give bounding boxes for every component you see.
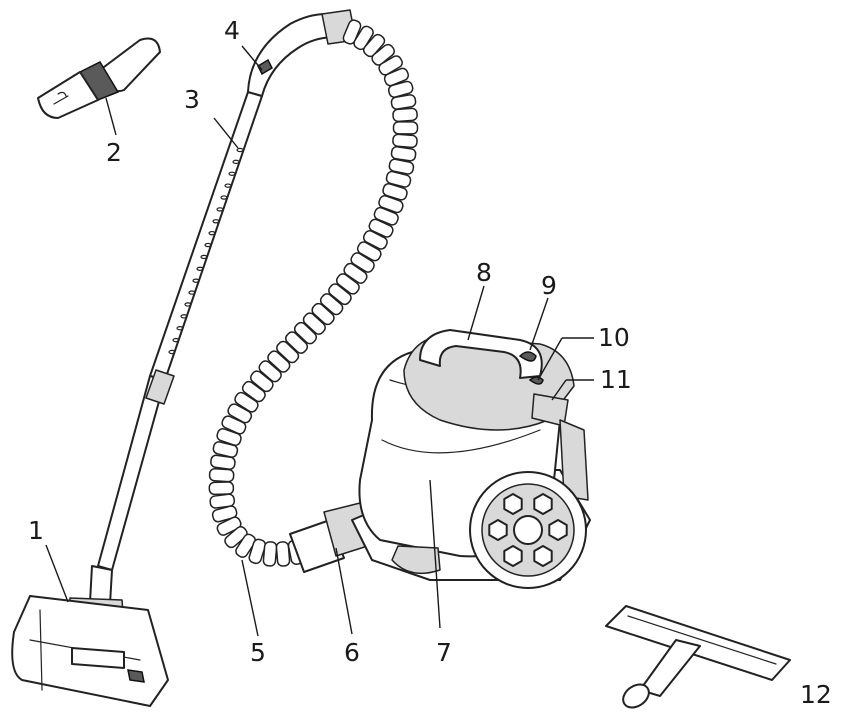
hose-rib: [216, 516, 242, 536]
hose-rib: [335, 273, 360, 295]
wheel-hole: [533, 493, 553, 515]
hose-rib: [353, 25, 374, 51]
tube-notch: [180, 314, 188, 319]
tube-notch: [172, 337, 180, 343]
hose-rib: [387, 80, 414, 98]
tube-notch: [228, 171, 236, 176]
hose-rib: [343, 262, 368, 284]
label-part-4: 4: [224, 16, 240, 45]
tube-notch: [224, 183, 232, 188]
hose-rib: [227, 403, 253, 424]
hose-rib: [342, 19, 362, 45]
hose-rib: [212, 441, 239, 458]
hose-rib: [392, 133, 418, 149]
hose-rib: [356, 241, 382, 262]
tube-notch: [236, 147, 244, 153]
hose-rib: [267, 350, 291, 373]
hose-rib: [210, 454, 236, 470]
tube-notch: [204, 242, 212, 248]
wheel-hole: [503, 493, 523, 515]
floor-brush: [11, 565, 169, 707]
hose-rib: [311, 302, 335, 326]
hose-rib: [371, 43, 395, 66]
vacuum-main-body: [289, 329, 591, 589]
tube-notch: [208, 230, 216, 236]
hose-rib: [224, 526, 248, 549]
hose-rib: [382, 183, 408, 201]
wheel-hole: [503, 545, 523, 567]
hose-rib: [258, 360, 282, 383]
hose-rib: [388, 158, 415, 175]
hose-rib: [211, 505, 238, 523]
tube-notch: [220, 195, 228, 200]
wide-nozzle: [605, 605, 791, 709]
tube-notch: [188, 290, 196, 295]
tube-notch: [200, 254, 208, 260]
handle: [247, 9, 357, 97]
label-part-8: 8: [476, 258, 492, 287]
tube-notch: [168, 349, 176, 355]
hose-rib: [362, 33, 386, 58]
hose: [208, 19, 419, 567]
hose-rib: [319, 293, 344, 316]
hose-rib: [392, 121, 419, 135]
hose-rib: [378, 55, 403, 76]
telescopic-tube: [97, 91, 263, 571]
hose-rib: [350, 252, 375, 273]
hose-rib: [275, 541, 291, 567]
label-part-7: 7: [436, 638, 452, 667]
hose-rib: [390, 94, 417, 110]
hose-rib: [216, 428, 242, 447]
hose-rib: [235, 533, 257, 558]
hose-rib: [208, 468, 235, 483]
hose-rib: [221, 415, 247, 435]
leader-lines: [45, 45, 594, 637]
hose-rib: [328, 283, 352, 306]
hose-rib: [293, 321, 318, 345]
hose-rib: [390, 146, 417, 162]
tube-notch: [212, 219, 220, 224]
hose-rib: [234, 391, 259, 413]
wheel-hole: [548, 519, 568, 541]
label-part-11: 11: [600, 365, 632, 394]
hose-rib: [392, 107, 418, 123]
hose-rib: [373, 206, 399, 226]
hose-rib: [378, 195, 404, 214]
crevice-brush-tool: [37, 37, 161, 119]
label-part-3: 3: [184, 85, 200, 114]
hose-rib: [385, 170, 412, 188]
hose-rib: [368, 218, 394, 238]
tube-notch: [196, 266, 204, 272]
tube-notch: [216, 207, 224, 212]
hose-rib: [302, 312, 326, 335]
tube-notch: [192, 278, 200, 283]
hose-rib: [285, 331, 309, 354]
label-part-1: 1: [28, 516, 44, 545]
label-part-9: 9: [541, 271, 557, 300]
hose-rib: [362, 230, 388, 250]
hose-rib: [241, 380, 266, 403]
label-part-10: 10: [598, 323, 630, 352]
tube-notch: [232, 159, 240, 165]
label-part-2: 2: [106, 138, 122, 167]
tube-notch: [184, 302, 192, 307]
hose-rib: [262, 541, 278, 567]
hose-rib: [208, 481, 235, 496]
wheel-hole: [533, 545, 553, 567]
wheel-hole: [488, 519, 508, 541]
label-part-5: 5: [250, 638, 266, 667]
hose-rib: [249, 370, 274, 393]
hose-rib: [248, 538, 267, 565]
hose-rib: [383, 67, 410, 87]
label-part-12: 12: [800, 680, 832, 709]
hose-rib: [209, 493, 236, 509]
tube-notch: [176, 326, 184, 331]
hose-rib: [276, 340, 300, 364]
label-part-6: 6: [344, 638, 360, 667]
